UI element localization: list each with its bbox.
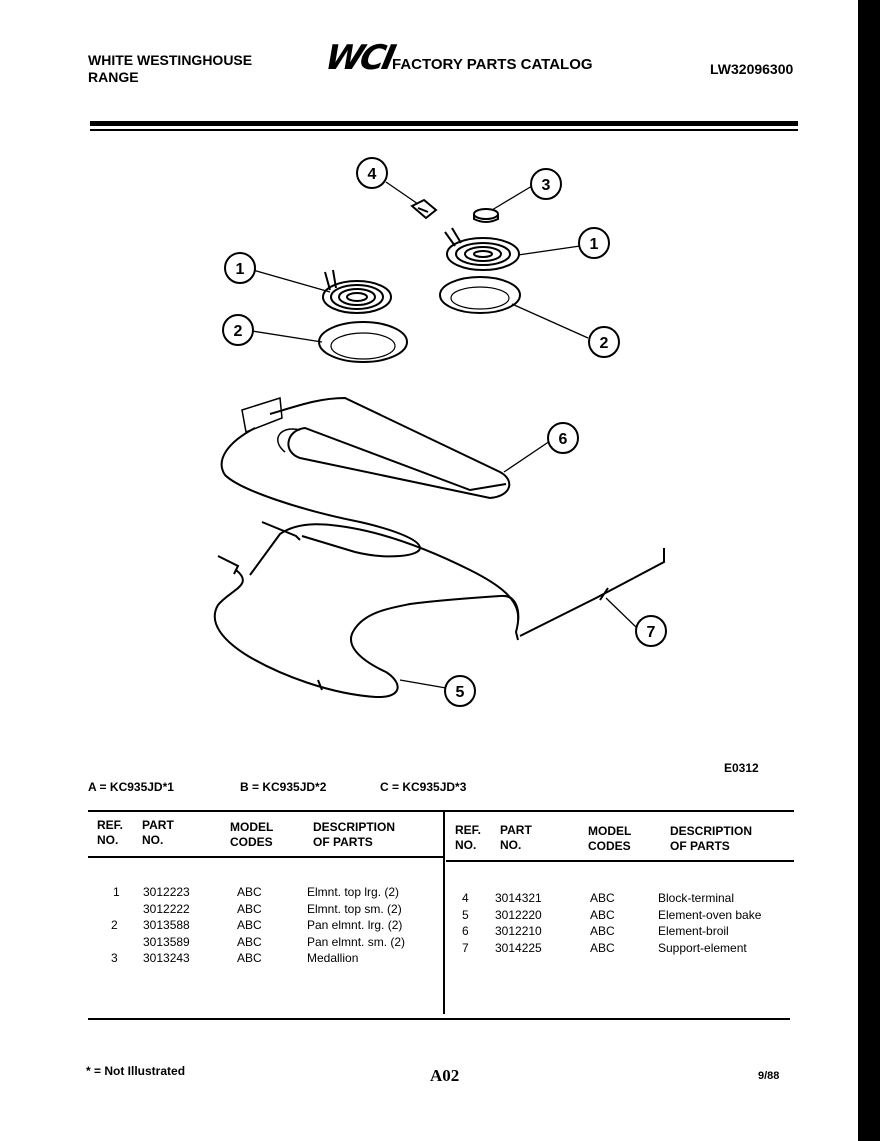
callout-1-left: 1 xyxy=(224,252,256,284)
header-ref-right: REF.NO. xyxy=(455,823,482,852)
drip-pan-large xyxy=(318,321,408,363)
bake-element xyxy=(213,523,520,699)
model-b: B = KC935JD*2 xyxy=(240,780,327,794)
page-number: A02 xyxy=(430,1066,460,1085)
support-element xyxy=(519,548,665,637)
model-a: A = KC935JD*1 xyxy=(88,780,174,794)
model-c: C = KC935JD*3 xyxy=(380,780,467,794)
diagram-code: E0312 xyxy=(724,761,759,775)
callout-3-label: 3 xyxy=(542,177,551,194)
catalog-number: LW32096300 xyxy=(710,61,794,77)
table-bottom-rule xyxy=(88,1018,790,1020)
callout-5-label: 5 xyxy=(456,684,465,701)
callout-4: 4 xyxy=(356,157,388,189)
callout-6: 6 xyxy=(547,422,579,454)
callout-2-right-label: 2 xyxy=(600,335,609,352)
parts-list-right: 4 3014321 ABC Block-terminal 5 3012220 A… xyxy=(462,891,762,955)
parts-list-left: 1 3012223 ABC Elmnt. top lrg. (2) 301222… xyxy=(111,885,406,965)
brand-line-1: WHITE WESTINGHOUSE xyxy=(88,52,253,68)
terminal-block xyxy=(410,198,438,220)
callout-7: 7 xyxy=(635,615,667,647)
surface-element-large xyxy=(322,269,392,314)
leader-lines xyxy=(251,181,637,689)
callout-6-label: 6 xyxy=(559,431,568,448)
table-header-rule-right xyxy=(446,860,794,862)
callout-2-left-label: 2 xyxy=(234,323,243,340)
exploded-parts-diagram: 1 2 4 3 1 2 6 7 xyxy=(213,157,667,707)
callout-2-left: 2 xyxy=(222,314,254,346)
callout-1-left-label: 1 xyxy=(236,261,245,278)
header-rule-thin xyxy=(90,129,798,131)
table-top-rule xyxy=(88,810,794,812)
catalog-date: 9/88 xyxy=(758,1070,780,1082)
table-header-rule-left xyxy=(88,856,444,858)
header-ref-left: REF.NO. xyxy=(97,818,124,847)
not-illustrated-note: * = Not Illustrated xyxy=(86,1064,186,1078)
broil-element xyxy=(220,396,511,558)
callout-4-label: 4 xyxy=(368,166,377,183)
header-rule xyxy=(90,121,798,126)
callout-3: 3 xyxy=(530,168,562,200)
medallion xyxy=(473,208,499,223)
callout-1-right: 1 xyxy=(578,227,610,259)
catalog-page: WHITE WESTINGHOUSE RANGE WCI FACTORY PAR… xyxy=(0,0,858,1141)
drip-pan-small xyxy=(439,276,521,314)
catalog-title: FACTORY PARTS CATALOG xyxy=(392,56,593,73)
brand-title: WHITE WESTINGHOUSE RANGE xyxy=(88,52,252,86)
callout-1-right-label: 1 xyxy=(590,236,599,253)
wci-logo: WCI xyxy=(321,38,397,78)
surface-element-small xyxy=(444,227,520,271)
callout-5: 5 xyxy=(444,675,476,707)
brand-line-2: RANGE xyxy=(88,69,139,85)
table-divider xyxy=(443,812,445,1014)
callout-7-label: 7 xyxy=(647,624,656,641)
callout-2-right: 2 xyxy=(588,326,620,358)
